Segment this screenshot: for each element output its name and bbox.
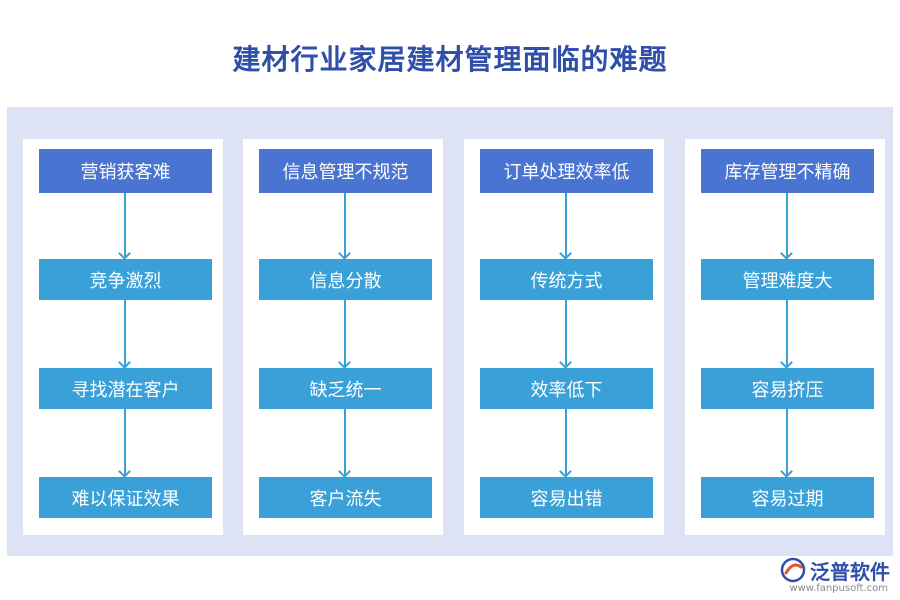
step-box: 信息分散 [259,259,432,300]
brand-logo: 泛普软件 [780,555,890,585]
step-box: 寻找潜在客户 [39,368,212,409]
down-arrow-icon [124,300,126,366]
fanpu-logo-icon [780,557,806,583]
step-box: 难以保证效果 [39,477,212,518]
down-arrow-icon [344,409,346,475]
down-arrow-icon [344,300,346,366]
step-box: 管理难度大 [701,259,874,300]
down-arrow-icon [786,193,788,257]
down-arrow-icon [786,409,788,475]
column-information: 信息管理不规范 信息分散 缺乏统一 客户流失 [243,139,443,535]
column-header: 信息管理不规范 [259,149,432,193]
down-arrow-icon [565,409,567,475]
down-arrow-icon [565,193,567,257]
column-header: 营销获客难 [39,149,212,193]
down-arrow-icon [124,193,126,257]
logo-name: 泛普软件 [810,559,890,584]
step-box: 缺乏统一 [259,368,432,409]
step-box: 容易出错 [480,477,653,518]
down-arrow-icon [124,409,126,475]
logo-url: www.fanpusoft.com [789,583,888,594]
column-marketing: 营销获客难 竞争激烈 寻找潜在客户 难以保证效果 [23,139,223,535]
down-arrow-icon [565,300,567,366]
down-arrow-icon [786,300,788,366]
diagram-title: 建材行业家居建材管理面临的难题 [232,43,668,76]
step-box: 容易挤压 [701,368,874,409]
down-arrow-icon [344,193,346,257]
step-box: 客户流失 [259,477,432,518]
step-box: 竞争激烈 [39,259,212,300]
column-orders: 订单处理效率低 传统方式 效率低下 容易出错 [464,139,664,535]
step-box: 容易过期 [701,477,874,518]
column-header: 库存管理不精确 [701,149,874,193]
column-inventory: 库存管理不精确 管理难度大 容易挤压 容易过期 [685,139,885,535]
column-header: 订单处理效率低 [480,149,653,193]
step-box: 传统方式 [480,259,653,300]
step-box: 效率低下 [480,368,653,409]
